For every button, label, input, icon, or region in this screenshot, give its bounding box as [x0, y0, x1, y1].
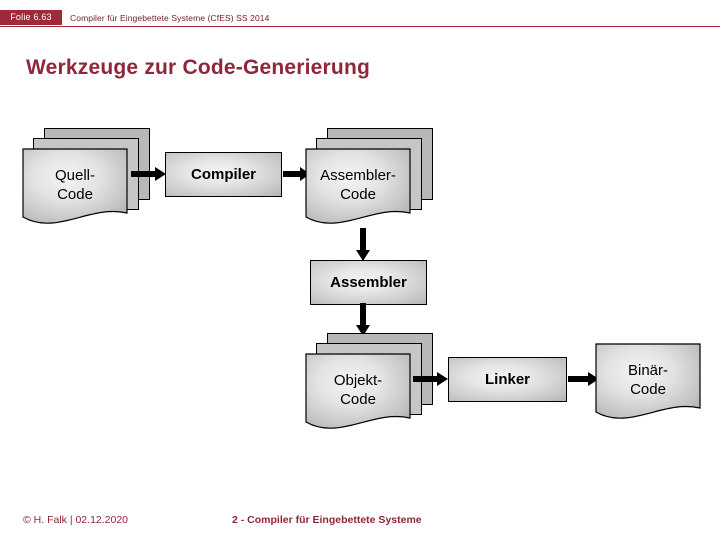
doc-sheet-front: [305, 353, 411, 429]
page-title: Werkzeuge zur Code-Generierung: [26, 56, 371, 79]
node-assembler-code: Assembler- Code: [305, 128, 435, 228]
slide-header: Folie 6.63 Compiler für Eingebettete Sys…: [0, 10, 720, 28]
node-label-linker: Linker: [484, 371, 530, 388]
node-assembler: Assembler: [310, 260, 427, 305]
arrow-linker-to-binaer-code: [568, 372, 599, 386]
node-label-compiler: Compiler: [190, 166, 256, 183]
doc-sheet-front: [22, 148, 128, 224]
slide-number-badge: Folie 6.63: [0, 10, 62, 25]
course-subtitle: Compiler für Eingebettete Systeme (CfES)…: [70, 13, 270, 23]
arrow-compiler-to-assembler-code: [283, 167, 310, 181]
node-compiler: Compiler: [165, 152, 282, 197]
arrow-assembler-to-objekt-code: [356, 303, 370, 336]
doc-sheet-front: [595, 343, 701, 419]
arrow-assembler-code-to-assembler: [356, 228, 370, 261]
arrow-objekt-code-to-linker: [413, 372, 448, 386]
footer-copyright: © H. Falk | 02.12.2020: [23, 514, 129, 526]
node-linker: Linker: [448, 357, 567, 402]
header-divider: [0, 26, 720, 27]
arrow-quell-code-to-compiler: [131, 167, 166, 181]
node-quell-code: Quell- Code: [22, 128, 152, 228]
doc-sheet-front: [305, 148, 411, 224]
node-binaer-code: Binär- Code: [595, 333, 715, 433]
node-label-assembler: Assembler: [330, 274, 407, 291]
footer-course: 2 - Compiler für Eingebettete Systeme: [232, 514, 422, 526]
